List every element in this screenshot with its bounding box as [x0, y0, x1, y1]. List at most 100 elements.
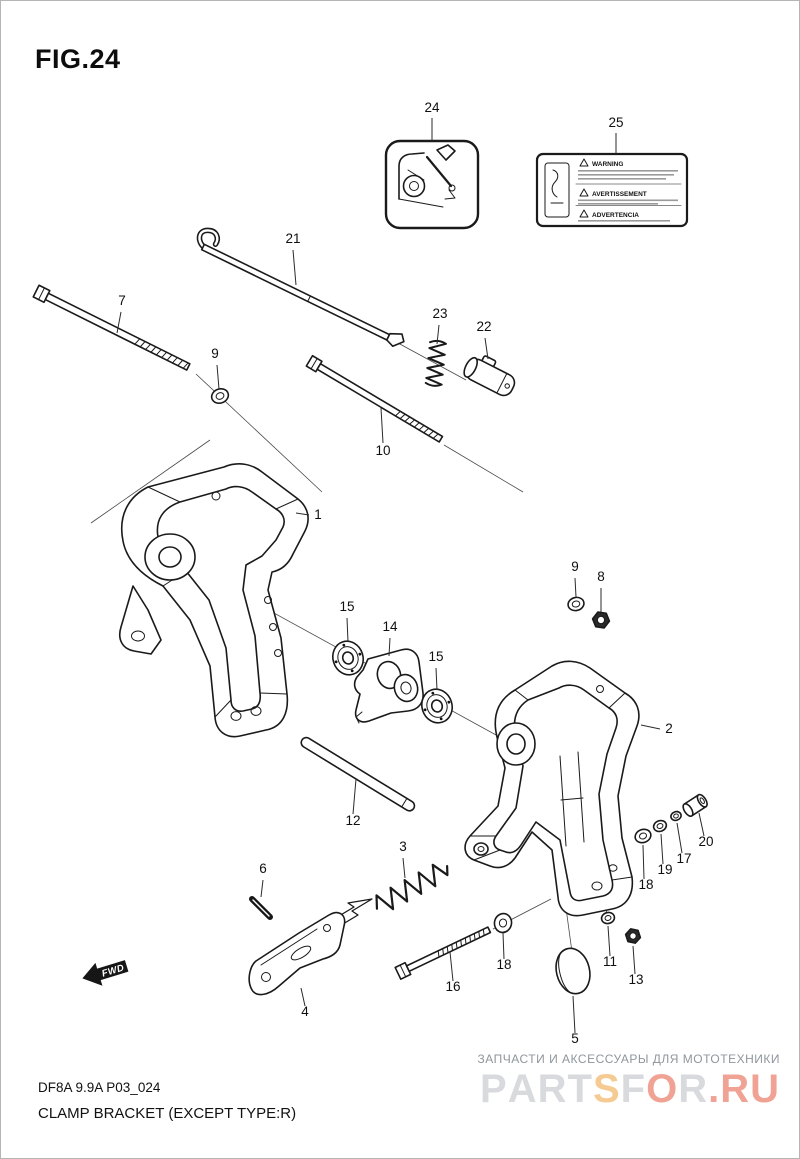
washer-9-upper [210, 388, 230, 404]
callout-leader-1 [295, 512, 310, 516]
watermark-logo: PARTSFOR.RU [320, 1069, 780, 1109]
callout-leader-4 [300, 987, 306, 1007]
clamp-bracket-right [464, 660, 640, 917]
callout-leader-23 [436, 324, 440, 345]
part-number-15: 15 [339, 599, 354, 614]
inset-clamp-pad [436, 144, 456, 161]
warning-header-en: WARNING [592, 161, 623, 168]
nut-13 [624, 928, 642, 944]
part-number-16: 16 [445, 979, 460, 994]
logo-letter: T [567, 1067, 593, 1111]
watermark: ЗАПЧАСТИ И АКСЕССУАРЫ ДЛЯ МОТОТЕХНИКИ PA… [320, 1052, 780, 1109]
bolt-16 [394, 926, 492, 980]
part-number-21: 21 [285, 231, 300, 246]
bolt-10 [305, 354, 444, 443]
logo-letter: S [592, 1067, 621, 1111]
warning-label: WARNING AVERTISSEMENT ADVERTENCIA [535, 152, 689, 228]
figure-caption: CLAMP BRACKET (EXCEPT TYPE:R) [38, 1105, 297, 1122]
part-number-14: 14 [382, 619, 398, 634]
callout-leader-15 [435, 667, 438, 691]
callout-leader-11 [607, 925, 611, 957]
nut-8 [591, 611, 611, 629]
rod-12 [300, 736, 416, 812]
logo-letter: P [480, 1067, 508, 1111]
bracket-left-foot [118, 585, 162, 655]
callout-leader-18 [642, 844, 645, 880]
bolt-7 [32, 284, 191, 371]
washer-18-middle [493, 912, 513, 934]
part-number-12: 12 [345, 813, 360, 828]
bolt-shaft [316, 362, 444, 443]
fwd-arrow-label: FWD [100, 962, 125, 979]
callout-leader-13 [632, 945, 636, 975]
part-number-17: 17 [676, 851, 691, 866]
cap-5 [555, 947, 591, 995]
part-number-13: 13 [628, 972, 643, 987]
spring-3 [375, 863, 449, 911]
pin-6 [249, 896, 273, 920]
warning-header-fr: AVERTISSEMENT [592, 191, 647, 198]
callout-leader-10 [380, 407, 384, 444]
logo-letter: F [620, 1067, 647, 1111]
bearing-15-left [331, 640, 365, 676]
washer-9-right [567, 596, 585, 612]
bolt-threads [134, 338, 189, 369]
part-number-8: 8 [597, 569, 605, 584]
rod-end-hook [386, 332, 405, 348]
logo-letter: U [750, 1067, 780, 1111]
part-number-18: 18 [638, 877, 653, 892]
bolt-threads [394, 410, 439, 439]
logo-letter: R [720, 1067, 751, 1111]
outboard-pictogram [550, 169, 564, 204]
watermark-tagline: ЗАПЧАСТИ И АКСЕССУАРЫ ДЛЯ МОТОТЕХНИКИ [477, 1052, 780, 1066]
part-number-5: 5 [571, 1031, 579, 1046]
warning-triangle-icon [579, 158, 589, 167]
part-number-9: 9 [211, 346, 219, 361]
callout-leader-14 [388, 637, 391, 657]
bolt-threads [437, 928, 485, 958]
part-number-20: 20 [698, 834, 713, 849]
model-code: DF8A 9.9A P03_024 [38, 1080, 161, 1095]
part-number-22: 22 [476, 319, 491, 334]
warning-label-pictogram-box [544, 162, 570, 218]
warning-triangle-icon [579, 188, 589, 197]
callout-leader-9 [216, 364, 220, 390]
callout-leader-21 [292, 249, 297, 286]
warning-header-es: ADVERTENCIA [592, 212, 639, 219]
callout-leader-15 [346, 617, 349, 643]
part-number-3: 3 [399, 839, 407, 854]
logo-letter: A [507, 1067, 538, 1111]
inset-bracket-line [398, 152, 425, 200]
callout-leader-17 [676, 822, 683, 854]
part-number-6: 6 [259, 861, 267, 876]
tilt-rod-21 [196, 227, 405, 348]
callout-leader-12 [352, 778, 357, 815]
inset-detail-box [384, 139, 480, 230]
bolt-shaft [405, 926, 492, 973]
part-number-18: 18 [496, 957, 511, 972]
inset-pivot-circle [402, 174, 426, 198]
logo-letter: R [537, 1067, 568, 1111]
part-number-2: 2 [665, 721, 673, 736]
callout-leader-6 [260, 879, 264, 898]
washer-18-right [634, 828, 652, 844]
part-number-25: 25 [608, 115, 623, 130]
callout-leader-2 [640, 724, 661, 730]
bushing-20 [682, 793, 708, 817]
fwd-arrow: FWD [82, 960, 129, 986]
part-number-1: 1 [314, 507, 322, 522]
part-number-4: 4 [301, 1004, 309, 1019]
cam-plate-14 [353, 648, 424, 724]
clamp-lever-4 [248, 911, 346, 996]
part-number-24: 24 [424, 100, 440, 115]
bearing-15-right [420, 688, 454, 724]
callout-leader-7 [116, 311, 122, 334]
part-number-23: 23 [432, 306, 447, 321]
callout-leader-19 [660, 833, 664, 865]
inset-lever [425, 155, 453, 188]
rod-shaft [200, 243, 391, 341]
logo-letter: R [678, 1067, 709, 1111]
callout-layer: 2425217923221011514159821236201719181113… [116, 100, 714, 1046]
